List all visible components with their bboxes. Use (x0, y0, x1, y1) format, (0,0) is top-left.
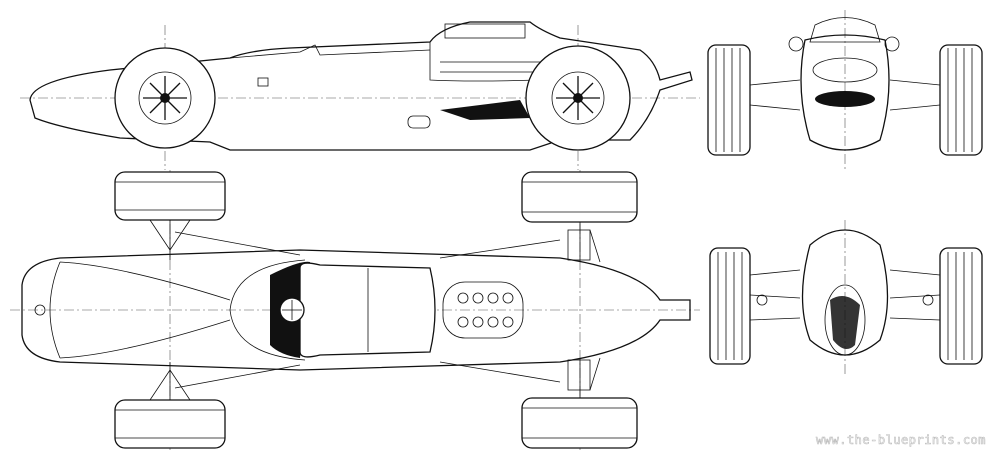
front-view (707, 10, 983, 170)
side-view (20, 21, 700, 170)
rear-view (709, 220, 983, 375)
tires-top (114, 171, 638, 449)
watermark: www.the-blueprints.com (816, 433, 986, 448)
top-view (10, 170, 700, 450)
